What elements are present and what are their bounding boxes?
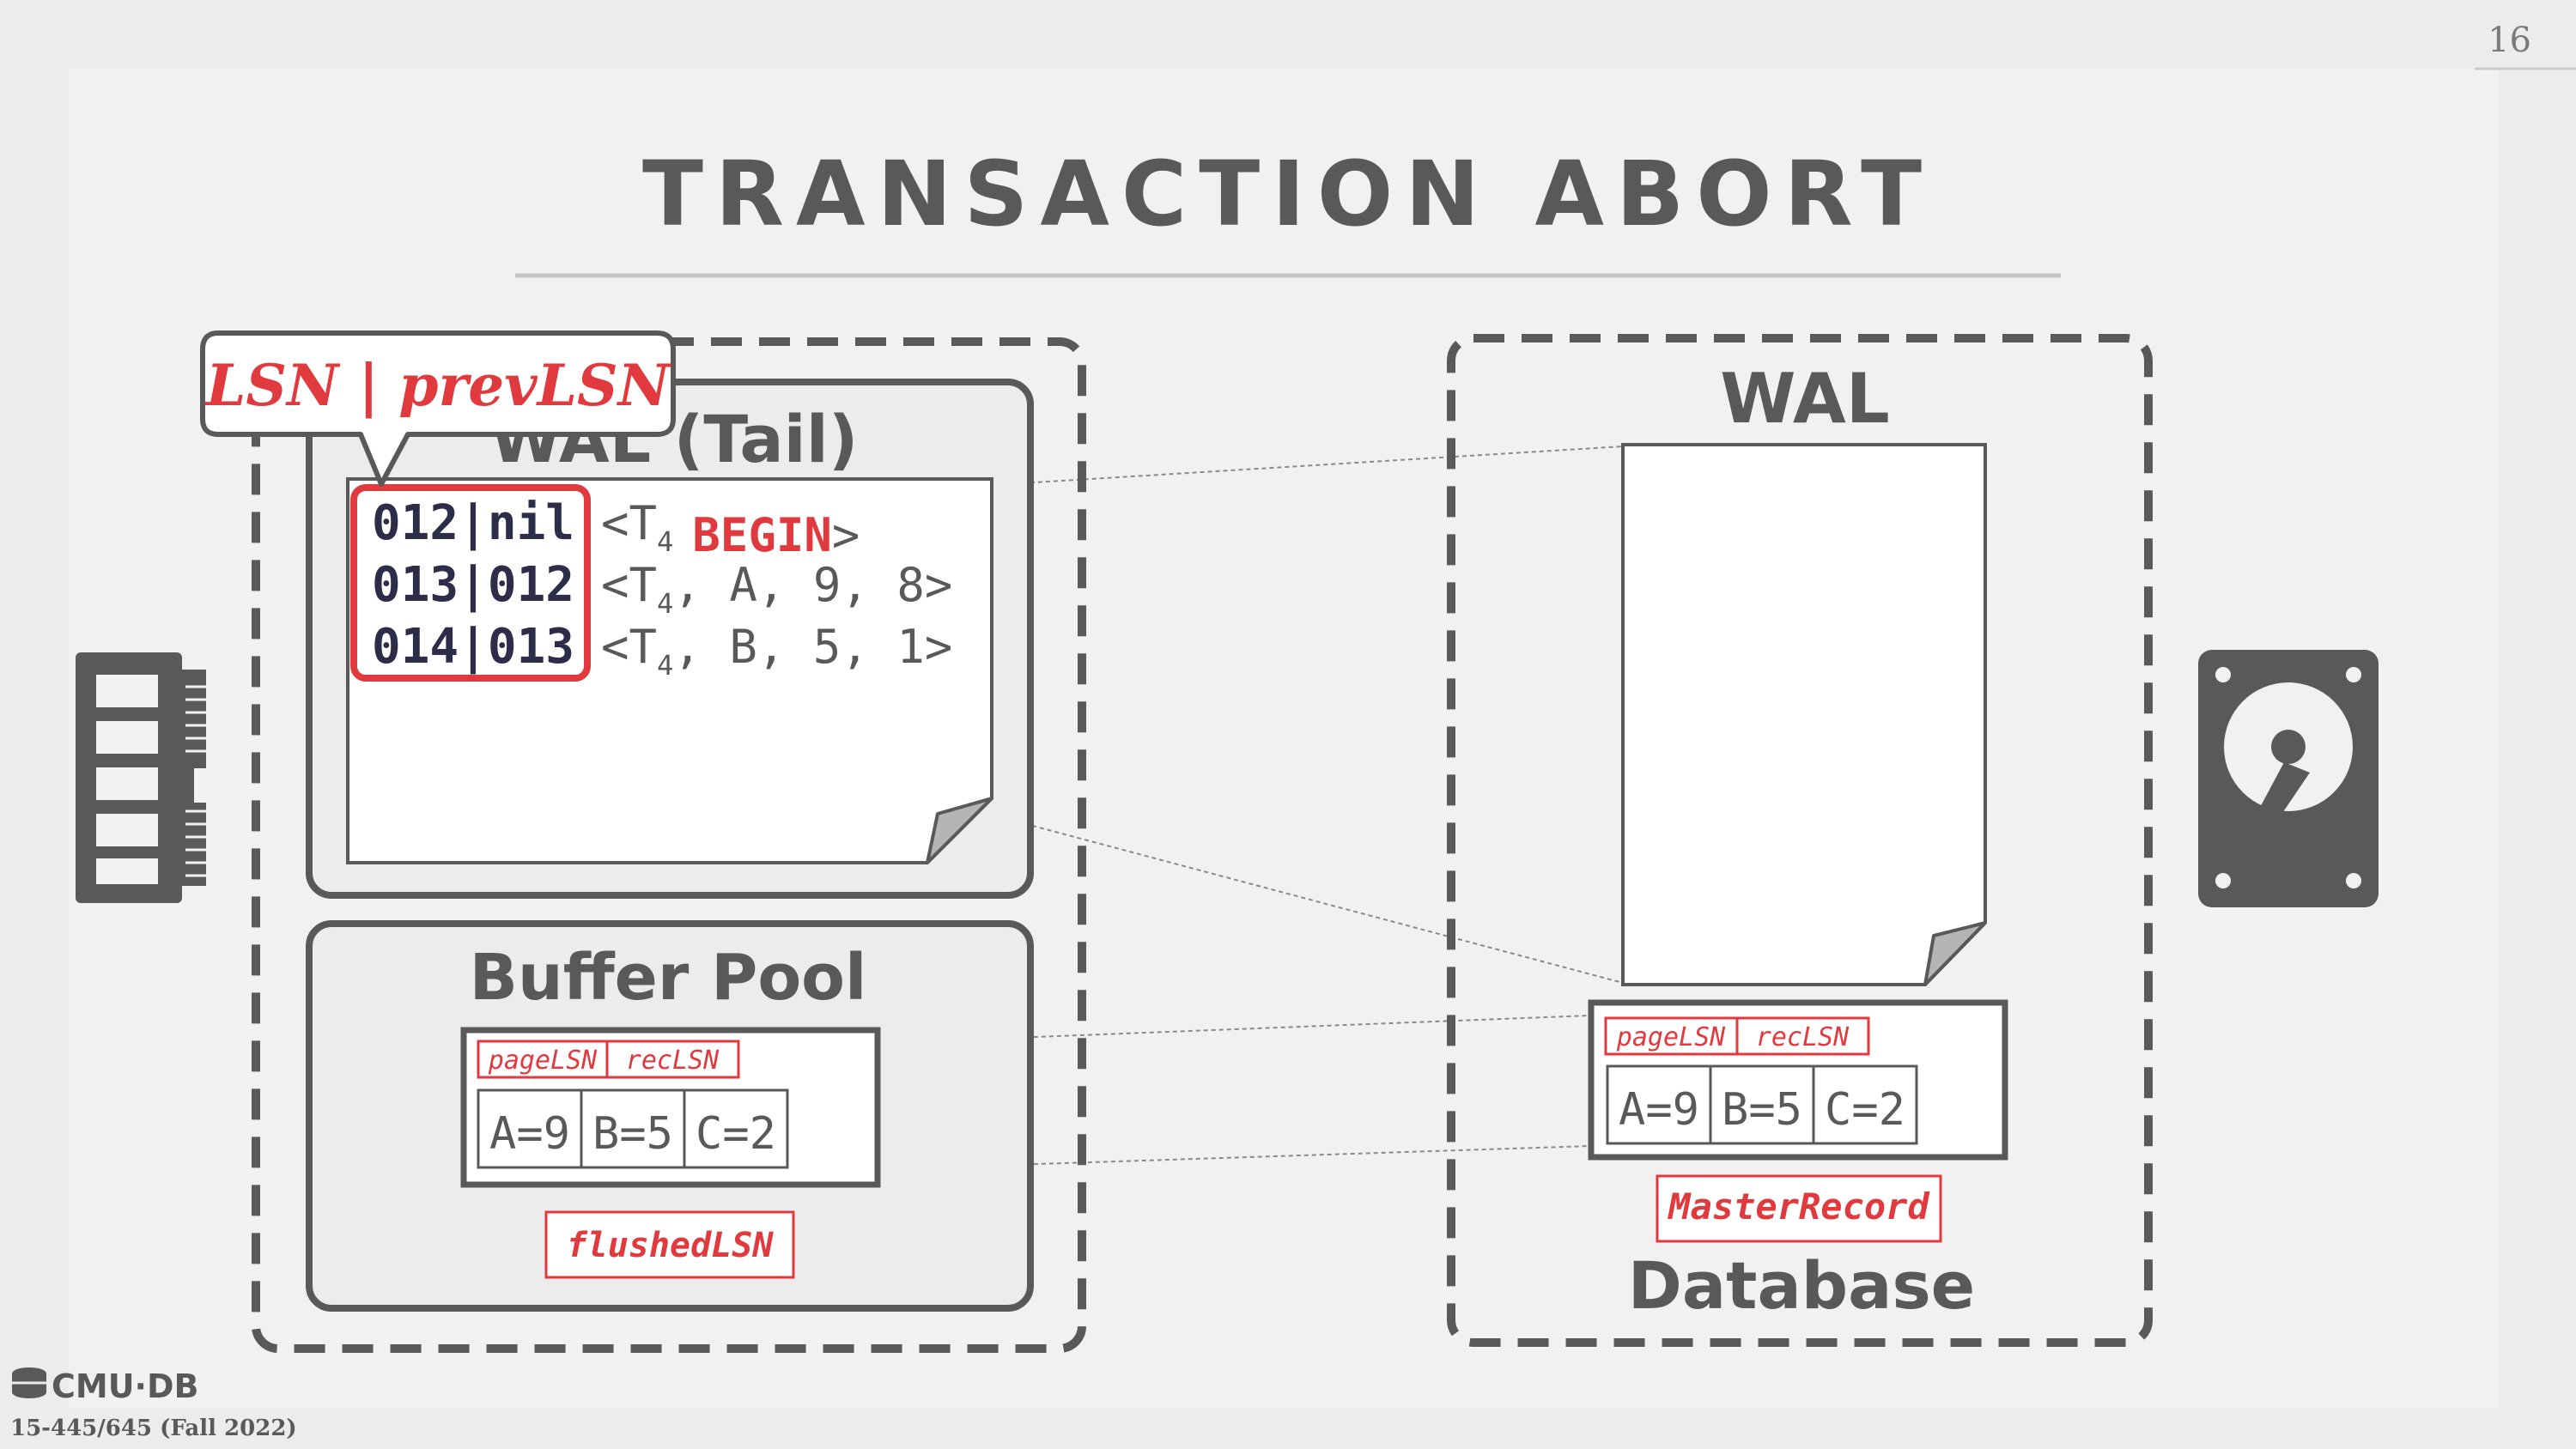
record-body: <T4, B, 5, 1> [601, 620, 952, 682]
wal-record: 013|012 <T4, A, 9, 8> [372, 557, 952, 620]
disk-wal-title: WAL [1720, 359, 1890, 439]
hard-disk-icon [2198, 650, 2379, 907]
page-cell [477, 1088, 583, 1169]
svg-text:recLSN: recLSN [626, 1046, 720, 1076]
master-record-box [1656, 1174, 1942, 1243]
ram-chip-icon [76, 652, 206, 903]
begin-keyword: BEGIN [692, 508, 832, 562]
cell-value: B=5 [592, 1108, 673, 1160]
svg-text:pageLSN: pageLSN [1616, 1022, 1726, 1052]
lsn-callout: LSN | prevLSN [200, 330, 676, 487]
disk-wal-document [1621, 443, 1987, 986]
footer-course: 15-445/645 (Fall 2022) [10, 1416, 297, 1441]
wal-flush-connectors [987, 446, 1624, 984]
disk-page: pageLSN recLSN A=9 B=5 C=2 [1588, 999, 2008, 1161]
cell-value: B=5 [1722, 1084, 1802, 1136]
rec-lsn-tag [605, 1040, 740, 1079]
cell-value: A=9 [1619, 1084, 1699, 1136]
record-body: <T4, A, 9, 8> [601, 558, 952, 620]
buffer-page: pageLSN recLSN A=9 B=5 C=2 [460, 1027, 881, 1188]
svg-text:recLSN: recLSN [1756, 1022, 1850, 1052]
cell-value: C=2 [1825, 1084, 1905, 1136]
flushed-lsn-label: flushedLSN [567, 1226, 775, 1265]
disk-container [1447, 334, 2153, 1347]
lsn-highlight [350, 484, 591, 682]
record-lsn: 012|nil [372, 495, 574, 551]
page-cell [1812, 1064, 1918, 1145]
cell-value: C=2 [696, 1108, 776, 1160]
page-cell [683, 1088, 789, 1169]
record-lsn: 014|013 [372, 619, 574, 675]
page-number: 16 [2488, 21, 2531, 60]
flushed-lsn-box [544, 1210, 795, 1279]
wal-record: 014|013 <T4, B, 5, 1> [372, 619, 952, 682]
database-title: Database [1628, 1247, 1975, 1324]
cell-value: A=9 [489, 1108, 570, 1160]
page-title: TRANSACTION ABORT [642, 142, 1934, 246]
buffer-pool-title: Buffer Pool [470, 941, 867, 1015]
record-lsn: 013|012 [372, 557, 574, 613]
page-cell [1709, 1064, 1815, 1145]
database-icon [12, 1367, 46, 1398]
page-lsn-tag [1604, 1016, 1739, 1056]
footer-logo: CMU·DB [12, 1367, 199, 1405]
wal-tail-document [346, 477, 993, 864]
page-cell [580, 1088, 686, 1169]
callout-label: LSN | prevLSN [204, 352, 672, 419]
svg-text:pageLSN: pageLSN [488, 1046, 598, 1076]
rec-lsn-tag [1735, 1016, 1870, 1056]
page-cell [1606, 1064, 1712, 1145]
master-record-label: MasterRecord [1667, 1185, 1930, 1228]
footer-logo-text: CMU·DB [52, 1367, 199, 1405]
